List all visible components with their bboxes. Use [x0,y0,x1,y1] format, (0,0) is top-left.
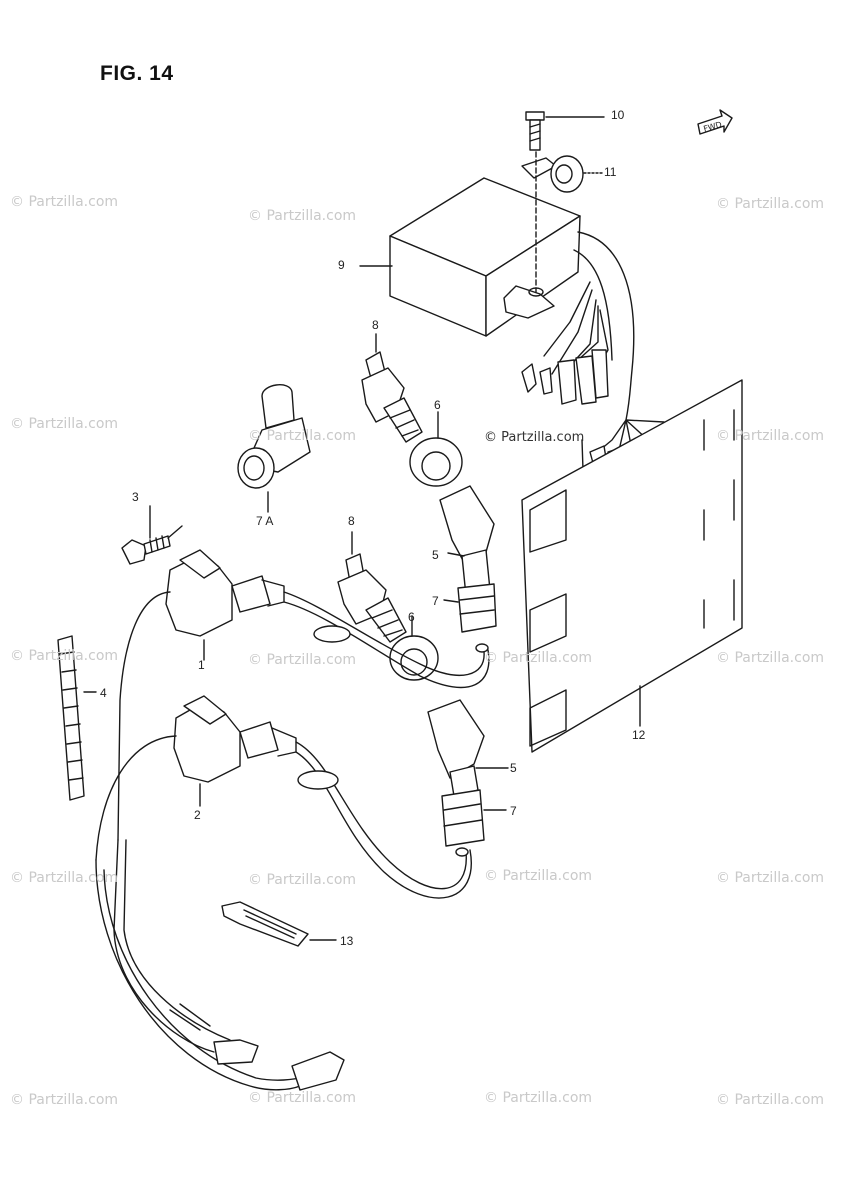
cap-part-7-lower [441,789,507,847]
watermark: © Partzilla.com [716,196,825,212]
fwd-arrow-icon: FWD [697,109,733,135]
watermark: © Partzilla.com [10,194,119,210]
watermark: © Partzilla.com [716,428,825,444]
figure-title: FIG. 14 [100,62,174,85]
watermark: © Partzilla.com [10,1092,119,1108]
sheet-part-12 [521,379,743,753]
callout-12: 12 [632,728,646,742]
spark-plug-part-8-upper [361,333,423,443]
cap-part-7-upper [443,583,497,633]
watermark: © Partzilla.com [248,872,357,888]
watermark: © Partzilla.com [10,870,119,886]
ignition-coil-part-1 [117,549,490,841]
plug-boot-part-5-lower [427,699,509,797]
callout-13: 13 [340,934,354,948]
watermark: © Partzilla.com [484,868,593,884]
plug-boot-part-5-upper [439,485,495,597]
callout-6-upper: 6 [434,398,441,412]
watermark: © Partzilla.com [716,870,825,886]
cdi-unit-part-9 [359,151,695,527]
watermark: © Partzilla.com [248,208,357,224]
callout-5-lower: 5 [510,761,517,775]
ignition-coil-part-2 [95,695,472,899]
callout-7a: 7 A [256,514,274,528]
watermark: © Partzilla.com [248,428,357,444]
screw-part-3 [121,505,183,565]
callout-7-upper: 7 [432,594,439,608]
spark-plug-part-8-lower [337,531,407,643]
callout-8-upper: 8 [372,318,379,332]
callout-8-lower: 8 [348,514,355,528]
callout-6-lower: 6 [408,610,415,624]
callout-11: 11 [604,165,617,179]
watermark: © Partzilla.com [484,430,585,445]
callout-1: 1 [198,658,205,672]
watermark: © Partzilla.com [248,1090,357,1106]
callout-5-upper: 5 [432,548,439,562]
watermark: © Partzilla.com [248,652,357,668]
callout-9: 9 [338,258,345,272]
clamp-part-13 [221,901,337,947]
wire-harness [95,839,345,1091]
watermark: © Partzilla.com [716,1092,825,1108]
watermark: © Partzilla.com [484,1090,593,1106]
watermark: © Partzilla.com [10,648,119,664]
ring-part-6-upper [409,411,463,487]
watermark: © Partzilla.com [484,650,593,666]
callout-7-lower: 7 [510,804,517,818]
bolt-part-10 [525,111,605,151]
bracket-part-11 [521,155,605,193]
callout-10: 10 [611,108,625,122]
callout-2: 2 [194,808,201,822]
callout-3: 3 [132,490,139,504]
watermark: © Partzilla.com [716,650,825,666]
tube-part-4 [57,635,97,801]
watermark: © Partzilla.com [10,416,119,432]
callout-4: 4 [100,686,107,700]
plug-cap-part-7a [237,384,311,513]
